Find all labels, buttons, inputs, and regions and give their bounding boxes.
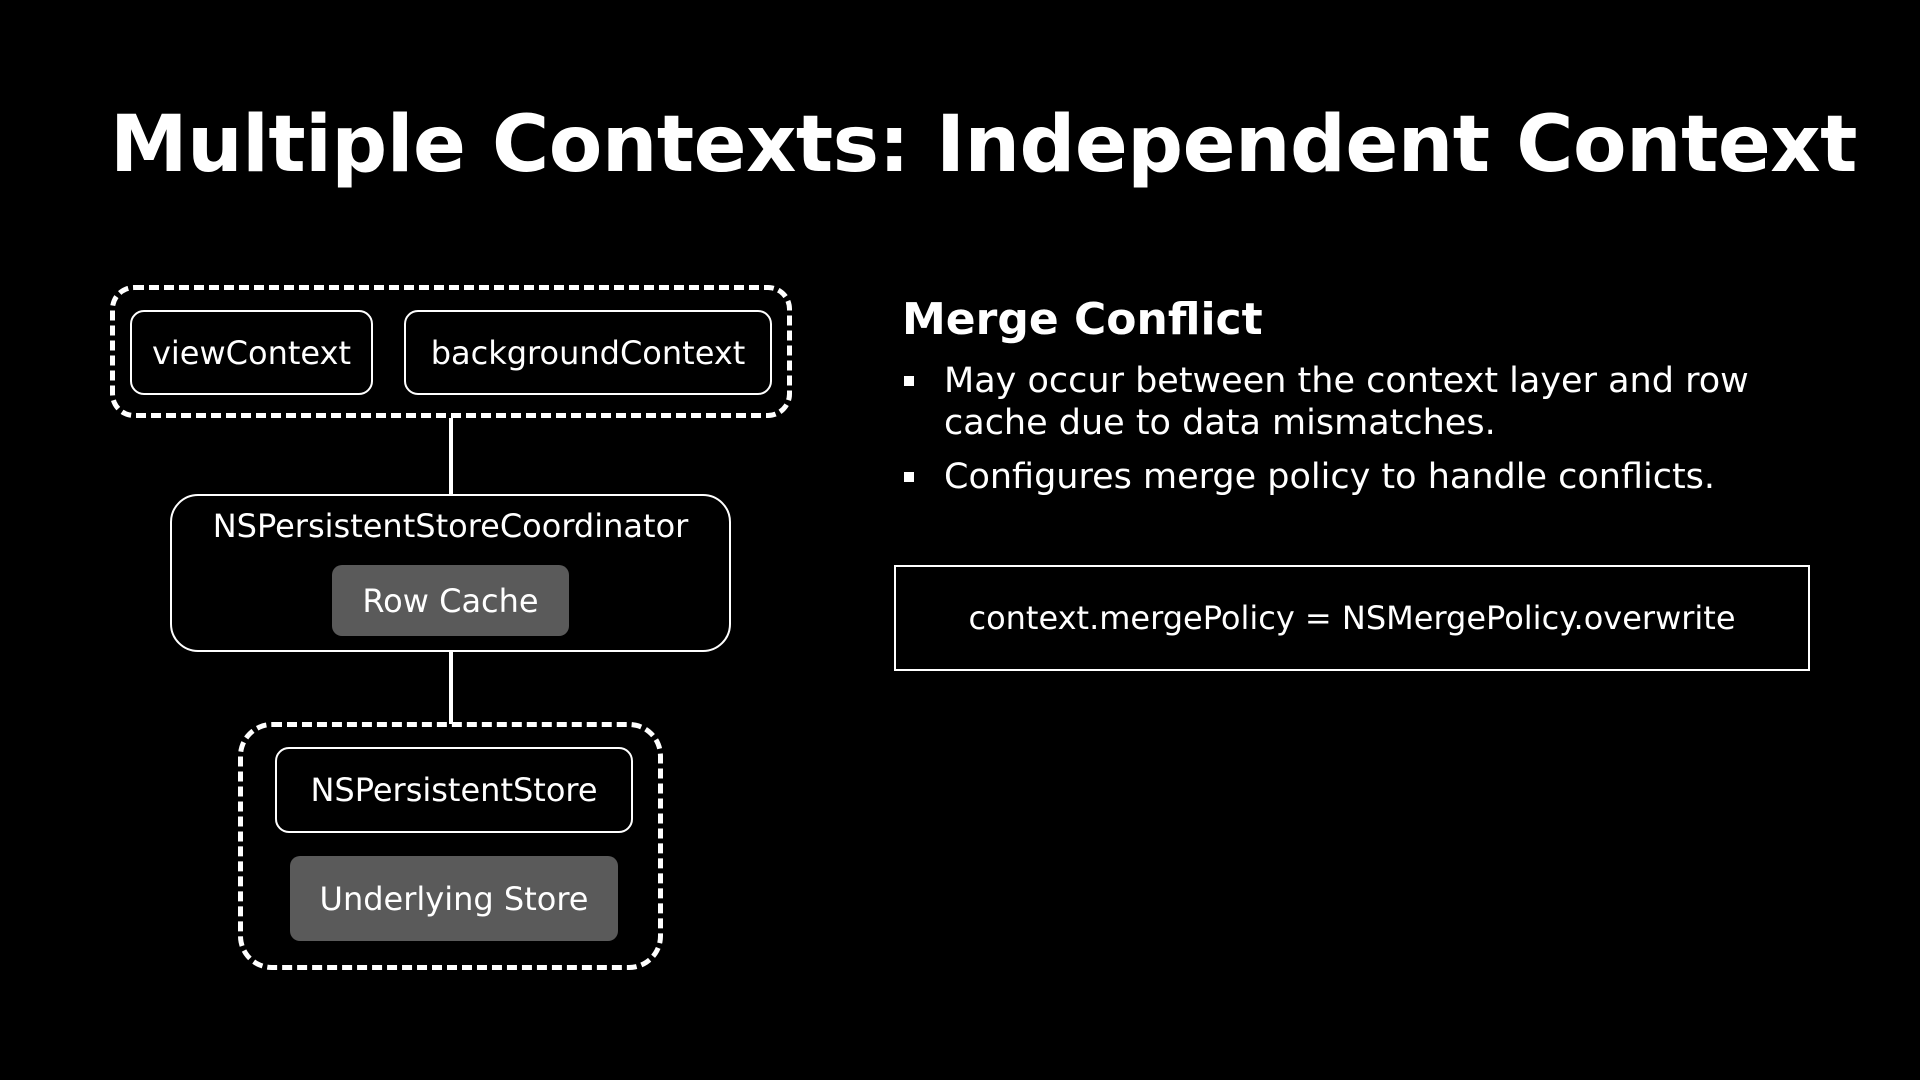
background-context-label: backgroundContext bbox=[430, 333, 746, 372]
merge-policy-code-box: context.mergePolicy = NSMergePolicy.over… bbox=[894, 565, 1810, 671]
row-cache-label: Row Cache bbox=[362, 581, 539, 620]
underlying-store-label: Underlying Store bbox=[319, 879, 589, 918]
slide-title: Multiple Contexts: Independent Context bbox=[110, 100, 1857, 190]
merge-conflict-bullets: May occur between the context layer and … bbox=[902, 360, 1782, 510]
connector-coordinator-store bbox=[449, 652, 453, 724]
merge-policy-code: context.mergePolicy = NSMergePolicy.over… bbox=[968, 599, 1736, 637]
square-bullet-icon bbox=[904, 376, 914, 386]
context-group bbox=[110, 285, 792, 418]
connector-contexts-coordinator bbox=[449, 418, 453, 495]
store-group bbox=[238, 722, 663, 970]
coordinator-box bbox=[170, 494, 731, 652]
merge-conflict-heading: Merge Conflict bbox=[902, 294, 1263, 345]
view-context-box: viewContext bbox=[130, 310, 373, 395]
underlying-store-box: Underlying Store bbox=[290, 856, 618, 941]
bullet-text: May occur between the context layer and … bbox=[944, 361, 1749, 443]
persistent-store-label: NSPersistentStore bbox=[310, 771, 598, 809]
bullet-item: May occur between the context layer and … bbox=[902, 360, 1782, 444]
view-context-label: viewContext bbox=[151, 333, 352, 372]
persistent-store-box: NSPersistentStore bbox=[275, 747, 633, 833]
bullet-item: Configures merge policy to handle confli… bbox=[902, 456, 1782, 498]
bullet-text: Configures merge policy to handle confli… bbox=[944, 457, 1716, 497]
square-bullet-icon bbox=[904, 472, 914, 482]
coordinator-label: NSPersistentStoreCoordinator bbox=[212, 507, 689, 545]
background-context-box: backgroundContext bbox=[404, 310, 772, 395]
row-cache-box: Row Cache bbox=[332, 565, 569, 636]
